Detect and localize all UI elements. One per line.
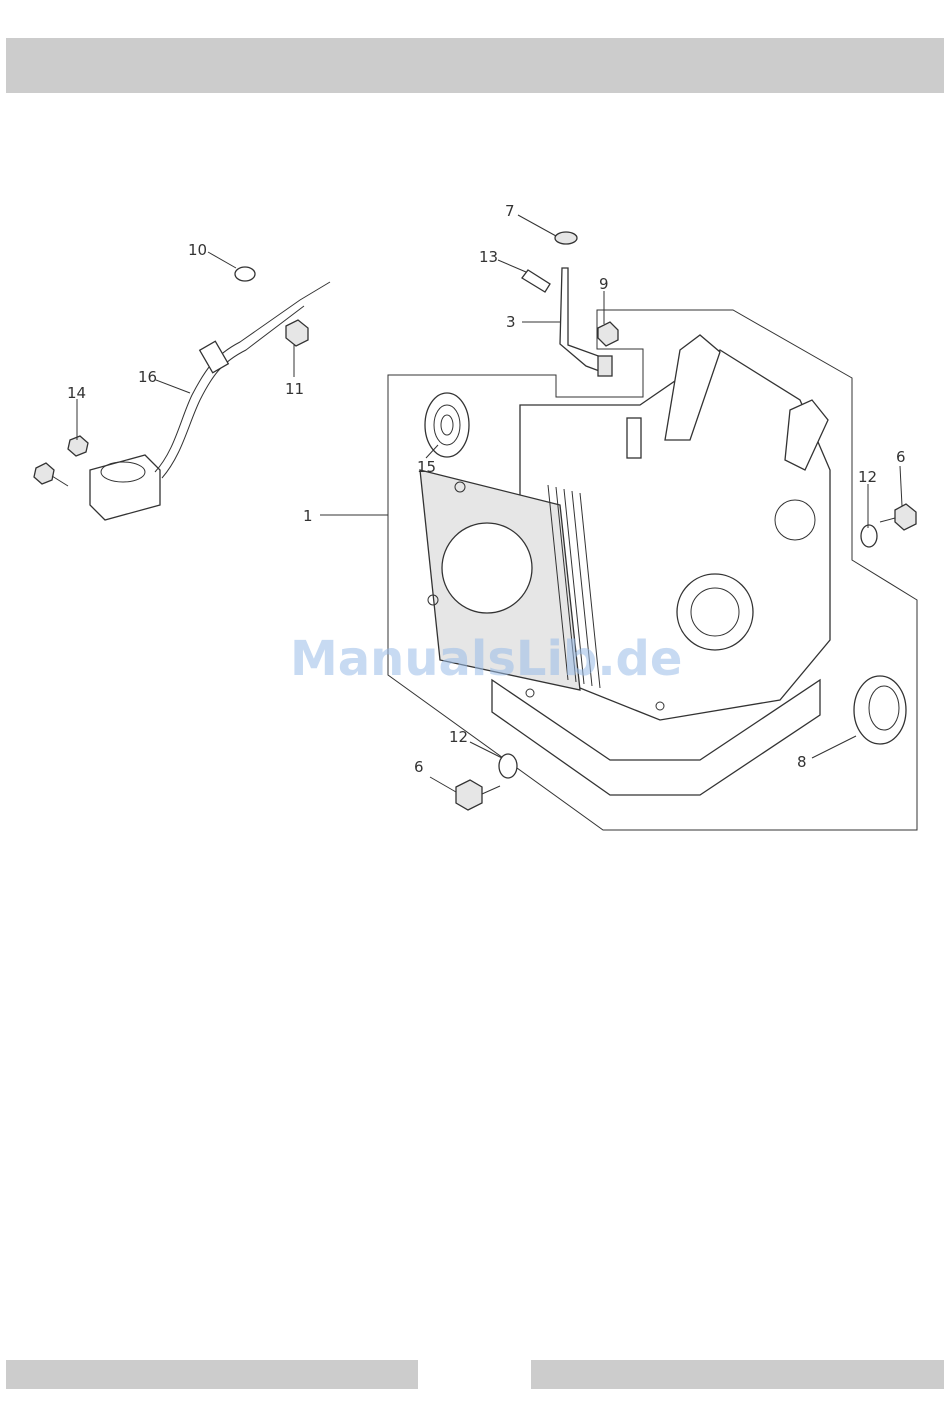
callout-7: 7 [505, 202, 515, 220]
oil-seal-part [854, 676, 906, 744]
callout-11: 11 [285, 380, 304, 398]
callout-6-right: 6 [896, 448, 906, 466]
washer-right-part [861, 525, 877, 547]
callout-16: 16 [138, 368, 157, 386]
callout-12-right: 12 [858, 468, 877, 486]
sensor-small-screw-part [68, 436, 88, 456]
callout-15: 15 [417, 458, 436, 476]
callout-1: 1 [303, 507, 313, 525]
crankcase-block [420, 335, 830, 795]
sensor-cable-part [90, 282, 330, 520]
clip-part [522, 270, 550, 292]
bolt-part-right [880, 504, 916, 530]
callout-14: 14 [67, 384, 86, 402]
callout-13: 13 [479, 248, 498, 266]
callout-12-left: 12 [449, 728, 468, 746]
callout-6-left: 6 [414, 758, 424, 776]
watermark: ManualsLib.de [290, 631, 682, 687]
washer-part [555, 232, 577, 244]
callout-3: 3 [506, 313, 516, 331]
nut-part [598, 322, 618, 346]
footer-bar-right [531, 1360, 944, 1389]
callout-9: 9 [599, 275, 609, 293]
footer-bar-left [6, 1360, 418, 1389]
sensor-screw-part [34, 463, 68, 486]
cable-nut-part [286, 320, 308, 346]
bolt-part-left [456, 780, 500, 810]
callout-10: 10 [188, 241, 207, 259]
ring-part [235, 267, 255, 281]
callout-8: 8 [797, 753, 807, 771]
bearing-part [425, 393, 469, 457]
